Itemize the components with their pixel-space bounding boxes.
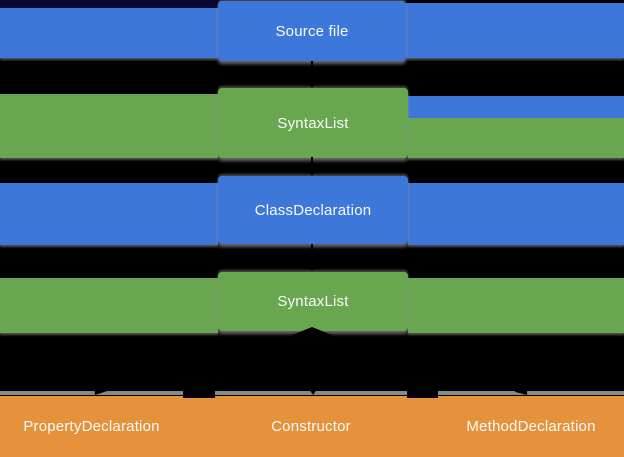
bottom-gap-1 bbox=[183, 391, 215, 398]
node-class-declaration-label: ClassDeclaration bbox=[254, 201, 372, 219]
node-constructor: Constructor bbox=[215, 396, 407, 457]
row1-band-right bbox=[406, 3, 624, 58]
node-source-file: Source file bbox=[218, 1, 406, 61]
row4-band-right bbox=[408, 278, 624, 333]
row3-band-left bbox=[0, 183, 218, 245]
node-constructor-shadow bbox=[215, 391, 407, 395]
edge-classdeclaration-syntaxlist bbox=[306, 244, 318, 271]
edge-sourcefile-syntaxlist bbox=[306, 61, 318, 88]
row2-band-left bbox=[0, 94, 218, 158]
node-syntax-list-1: SyntaxList bbox=[218, 88, 408, 158]
node-constructor-label: Constructor bbox=[271, 418, 351, 435]
edge-syntaxlist-constructor bbox=[307, 329, 319, 395]
bottom-gap-2 bbox=[407, 391, 438, 398]
row3-band-right bbox=[408, 183, 624, 245]
node-source-file-label: Source file bbox=[275, 22, 349, 40]
row2-band-right-upper bbox=[408, 96, 624, 118]
node-class-declaration: ClassDeclaration bbox=[218, 176, 408, 244]
node-syntax-list-1-label: SyntaxList bbox=[277, 114, 349, 132]
node-method-declaration-shadow bbox=[438, 391, 624, 395]
node-method-declaration: MethodDeclaration bbox=[438, 396, 624, 457]
node-property-declaration: PropertyDeclaration bbox=[0, 396, 183, 457]
node-property-declaration-label: PropertyDeclaration bbox=[23, 418, 160, 435]
row1-band-left bbox=[0, 8, 218, 58]
node-syntax-list-2: SyntaxList bbox=[218, 272, 408, 331]
top-navy-bar bbox=[0, 0, 216, 8]
edge-syntaxlist-classdeclaration bbox=[306, 157, 318, 176]
row4-band-left bbox=[0, 278, 218, 333]
edge-syntaxlist-methoddeclaration bbox=[310, 329, 528, 395]
node-property-declaration-shadow bbox=[0, 391, 183, 395]
node-syntax-list-2-label: SyntaxList bbox=[277, 293, 349, 310]
bottom-band bbox=[0, 396, 624, 457]
row2-band-right bbox=[408, 118, 624, 158]
node-method-declaration-label: MethodDeclaration bbox=[466, 418, 596, 435]
edge-syntaxlist-propertydeclaration bbox=[93, 329, 314, 395]
